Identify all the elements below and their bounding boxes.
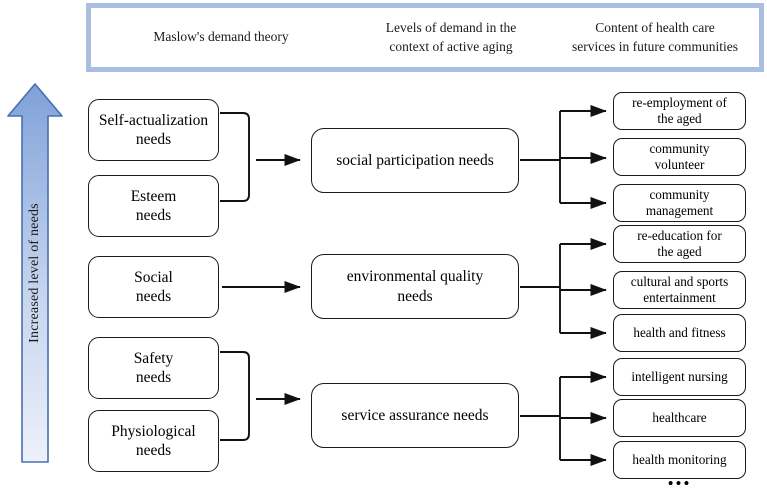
services-ellipsis: •••: [667, 474, 692, 493]
node-environmental-line2: needs: [397, 287, 433, 305]
node-health-and-fitness[interactable]: health and fitness: [613, 314, 746, 352]
node-cultural-and-sports-entertainment[interactable]: cultural and sports entertainment: [613, 271, 746, 309]
node-cultural-line1: cultural and sports: [630, 273, 729, 289]
node-physiological-line1: Physiological: [111, 422, 196, 440]
node-volunteer-line2: volunteer: [654, 157, 705, 172]
node-re-education-for-the-aged[interactable]: re-education for the aged: [613, 225, 746, 263]
node-community-management[interactable]: community management: [613, 184, 746, 222]
node-management-line2: management: [645, 203, 714, 218]
node-intelligent-nursing[interactable]: intelligent nursing: [613, 358, 746, 396]
node-self-actualization-line1: Self-actualization: [98, 111, 209, 129]
header-column-services-line1: Content of health care: [595, 19, 715, 35]
node-community-volunteer[interactable]: community volunteer: [613, 138, 746, 176]
header-column-demand-levels-line1: Levels of demand in the: [385, 19, 517, 35]
brace-group-1: [220, 112, 250, 202]
node-social-line1: Social: [134, 268, 173, 286]
node-esteem-line2: needs: [135, 207, 172, 224]
node-healthcare-label: healthcare: [652, 409, 707, 425]
node-reeducation-line2: the aged: [657, 244, 702, 259]
node-esteem-line1: Esteem: [130, 187, 177, 205]
node-esteem-needs[interactable]: Esteem needs: [88, 175, 219, 237]
header-column-maslow-label: Maslow's demand theory: [153, 29, 289, 45]
node-service-assurance-needs[interactable]: service assurance needs: [311, 383, 519, 448]
node-cultural-line2: entertainment: [643, 290, 716, 305]
node-social-participation-needs[interactable]: social participation needs: [311, 128, 519, 193]
node-physiological-needs[interactable]: Physiological needs: [88, 410, 219, 472]
node-reemployment-line1: re-employment of: [632, 94, 727, 110]
node-monitoring-label: health monitoring: [632, 451, 727, 467]
node-reeducation-line1: re-education for: [637, 227, 722, 243]
node-service-assurance-label: service assurance needs: [341, 406, 489, 424]
header-column-demand-levels: Levels of demand in the context of activ…: [351, 19, 551, 56]
node-nursing-label: intelligent nursing: [631, 368, 728, 384]
node-reemployment-line2: the aged: [657, 111, 702, 126]
node-social-participation-label: social participation needs: [336, 151, 494, 169]
node-fitness-label: health and fitness: [633, 324, 726, 340]
node-safety-line2: needs: [135, 369, 172, 386]
node-self-actualization-line2: needs: [135, 131, 172, 148]
header-column-services-line2: services in future communities: [571, 38, 739, 54]
node-physiological-line2: needs: [135, 442, 172, 459]
node-health-monitoring[interactable]: health monitoring: [613, 441, 746, 479]
increased-level-arrow-icon: [6, 82, 64, 464]
node-volunteer-line1: community: [649, 140, 710, 156]
node-environmental-line1: environmental quality: [346, 268, 484, 286]
node-safety-line1: Safety: [133, 349, 174, 367]
header-column-demand-levels-line2: context of active aging: [389, 38, 513, 54]
header-column-maslow: Maslow's demand theory: [91, 28, 351, 47]
node-self-actualization-needs[interactable]: Self-actualization needs: [88, 99, 219, 161]
header-band: Maslow's demand theory Levels of demand …: [86, 3, 764, 72]
header-column-services: Content of health care services in futur…: [551, 19, 759, 56]
node-safety-needs[interactable]: Safety needs: [88, 337, 219, 399]
node-environmental-quality-needs[interactable]: environmental quality needs: [311, 254, 519, 319]
node-social-needs[interactable]: Social needs: [88, 256, 219, 318]
node-healthcare[interactable]: healthcare: [613, 399, 746, 437]
node-social-line2: needs: [135, 288, 172, 305]
node-management-line1: community: [649, 186, 710, 202]
node-re-employment-of-the-aged[interactable]: re-employment of the aged: [613, 92, 746, 130]
brace-group-2: [220, 351, 250, 441]
